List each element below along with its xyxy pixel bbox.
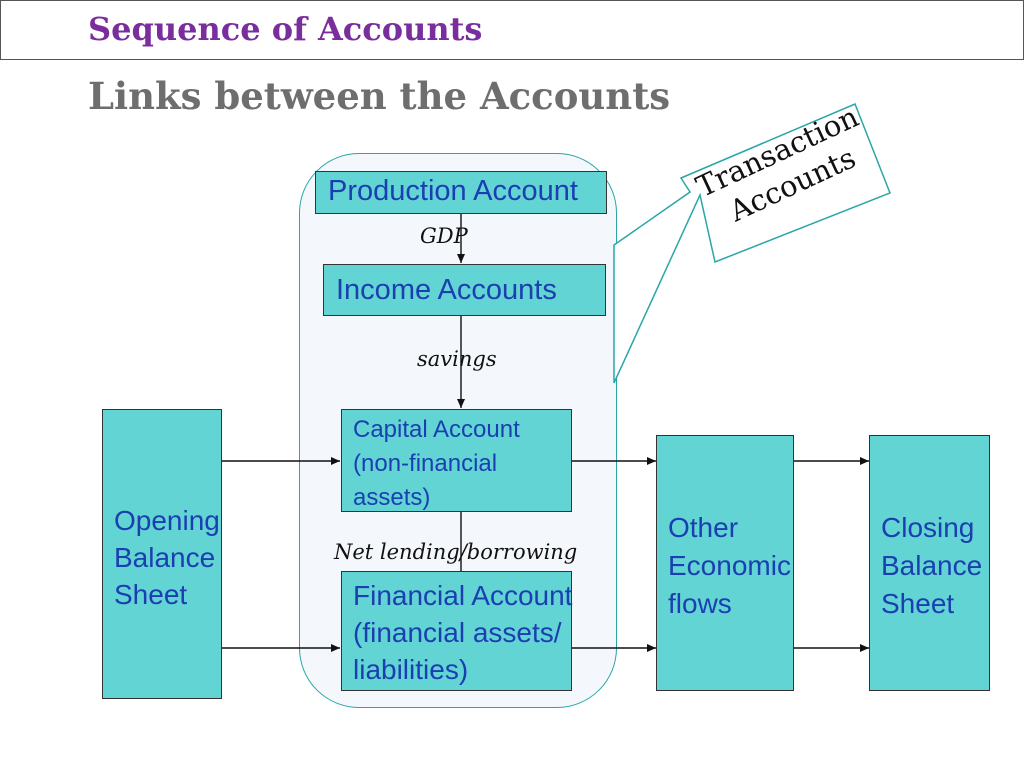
savings-label: savings [417, 347, 497, 371]
closing-balance-sheet-box: Closing Balance Sheet [869, 435, 990, 691]
opening-balance-sheet-box: Opening Balance Sheet [102, 409, 222, 699]
capital-account-label: Capital Account (non-financial assets) [353, 416, 520, 511]
income-accounts-label: Income Accounts [336, 274, 557, 306]
opening-balance-sheet-label: Opening Balance Sheet [114, 505, 220, 610]
income-accounts-box: Income Accounts [323, 264, 606, 316]
other-economic-flows-box: Other Economic flows [656, 435, 794, 691]
financial-account-label: Financial Account (financial assets/ lia… [353, 580, 573, 685]
other-economic-flows-label: Other Economic flows [668, 512, 791, 619]
callout-shape [613, 103, 891, 384]
capital-account-box: Capital Account (non-financial assets) [341, 409, 572, 512]
closing-balance-sheet-label: Closing Balance Sheet [881, 512, 983, 619]
gdp-label: GDP [420, 224, 468, 248]
production-account-box: Production Account [315, 171, 607, 214]
production-account-label: Production Account [328, 175, 578, 207]
section-title: Sequence of Accounts [88, 10, 483, 48]
header-bar [0, 0, 1024, 60]
net-lending-borrowing-label: Net lending/borrowing [334, 540, 578, 564]
financial-account-box: Financial Account (financial assets/ lia… [341, 571, 572, 691]
slide-title: Links between the Accounts [88, 74, 671, 118]
